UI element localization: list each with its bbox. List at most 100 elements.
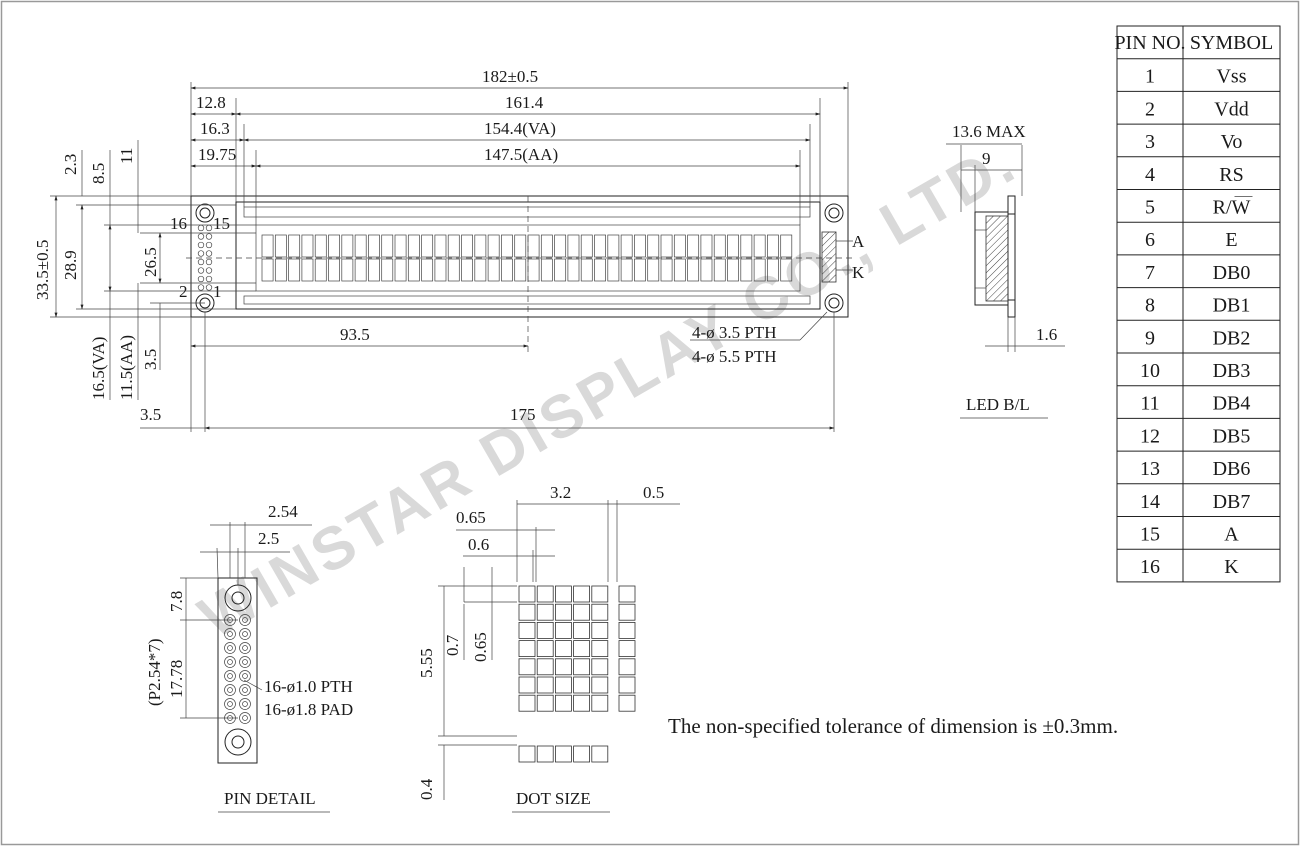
char-cell <box>540 258 553 282</box>
dim-11-5-aa: 11.5(AA) <box>117 335 136 400</box>
connector-pad <box>197 250 205 257</box>
pin-symbol-cell: DB3 <box>1213 360 1251 382</box>
dot-cell <box>536 658 554 676</box>
char-cell <box>328 258 340 282</box>
char-cell <box>394 234 407 258</box>
dim-overall-width: 182±0.5 <box>482 67 538 86</box>
pd-callout-pad: 16-ø1.8 PAD <box>264 700 353 719</box>
pin-symbol-cell: DB5 <box>1213 425 1251 447</box>
char-cell <box>607 258 620 282</box>
dot-cell <box>536 622 554 639</box>
pin-hole <box>242 659 248 665</box>
dim-2-3: 2.3 <box>61 154 80 175</box>
pin-pad <box>224 656 236 668</box>
char-cell <box>580 258 593 282</box>
connector-pad <box>205 258 213 266</box>
char-cell <box>501 234 513 258</box>
dot-cell <box>573 658 590 676</box>
dot-cell <box>555 694 572 712</box>
dim-16-3: 16.3 <box>200 119 230 138</box>
char-cell <box>261 234 274 258</box>
char-cell <box>660 234 673 258</box>
pin-pad <box>224 698 236 710</box>
dot-cell-next-char <box>618 676 636 694</box>
char-cell <box>740 234 753 258</box>
dot-cell-next-char <box>618 622 636 639</box>
char-cell <box>580 234 593 258</box>
char-cell <box>514 258 527 282</box>
dot-cell <box>591 640 609 657</box>
char-cell <box>301 234 314 258</box>
dot-cell <box>536 640 554 657</box>
char-cell <box>447 234 460 258</box>
dot-cell <box>555 585 572 603</box>
char-cell <box>447 258 460 282</box>
dim-175: 175 <box>510 405 536 424</box>
dot-dim-0-6: 0.6 <box>468 535 489 554</box>
char-cell <box>407 258 420 282</box>
pin-detail: 2.54 2.5 7.8 17.78 (P2.54*7) 16-ø1.0 PTH… <box>145 502 353 813</box>
dot-cell <box>591 694 609 712</box>
pd-callout-pth: 16-ø1.0 PTH <box>264 677 353 696</box>
pin-detail-label: PIN DETAIL <box>224 789 316 808</box>
pin-pad <box>224 670 236 682</box>
pin-symbol-cell: DB1 <box>1213 295 1251 317</box>
pin-table-border <box>1116 25 1281 583</box>
pin2-label: 2 <box>179 282 188 301</box>
char-cell <box>767 234 779 258</box>
char-cell <box>727 258 739 282</box>
pin-detail-outline <box>217 577 258 764</box>
dot-cell <box>518 640 536 657</box>
dim-16-5-va: 16.5(VA) <box>89 337 108 400</box>
connector-pad <box>197 275 205 283</box>
pin-number-cell: 7 <box>1145 262 1155 284</box>
pin-symbol-cell: R/W <box>1213 197 1251 219</box>
char-cell <box>407 234 420 258</box>
dim-3-5-vertical: 3.5 <box>141 349 160 370</box>
connector-pad <box>205 267 213 274</box>
char-cell <box>461 234 473 258</box>
char-cell <box>647 258 660 282</box>
pin-number-cell: 16 <box>1140 556 1160 578</box>
pin-pad <box>239 614 251 626</box>
dim-28-9: 28.9 <box>61 250 80 280</box>
char-cell <box>660 258 673 282</box>
pin-number-cell: 15 <box>1140 524 1160 546</box>
pin-hole <box>227 701 233 707</box>
bezel-inner-bottom <box>243 295 811 305</box>
connector-pad <box>197 224 205 232</box>
char-cell <box>727 234 739 258</box>
dot-cell <box>591 585 609 603</box>
dot-cell <box>536 603 554 621</box>
connector-pad <box>205 275 213 283</box>
char-cell <box>673 234 686 258</box>
dot-cell <box>518 745 536 763</box>
dot-cell <box>518 585 536 603</box>
char-cell <box>274 258 287 282</box>
dot-cell <box>518 603 536 621</box>
pin-hole <box>227 673 233 679</box>
connector-pad <box>197 267 205 274</box>
dot-cell <box>573 694 590 712</box>
char-cell <box>767 258 779 282</box>
pin-hole <box>227 659 233 665</box>
pin-detail-hole-bottom <box>224 728 252 756</box>
char-cell <box>474 234 487 258</box>
pin-hole <box>242 687 248 693</box>
dim-12-8: 12.8 <box>196 93 226 112</box>
pin-symbol-cell: E <box>1225 229 1237 251</box>
pin-number-cell: 11 <box>1140 393 1159 415</box>
dot-matrix <box>518 585 636 763</box>
hole-callout-pth: 4-ø 3.5 PTH <box>692 323 777 342</box>
pin-symbol-cell: Vo <box>1221 131 1243 153</box>
led-backlight-block <box>985 215 1009 302</box>
dot-cell-next-char <box>618 658 636 676</box>
pd-dim-17-78: 17.78 <box>167 660 186 698</box>
pin-number-cell: 14 <box>1140 491 1160 513</box>
dim-154-4: 154.4(VA) <box>484 119 556 138</box>
char-cell <box>554 258 567 282</box>
connector-pins <box>197 224 213 291</box>
char-cell <box>540 234 553 258</box>
pin16-label: 16 <box>170 214 187 233</box>
